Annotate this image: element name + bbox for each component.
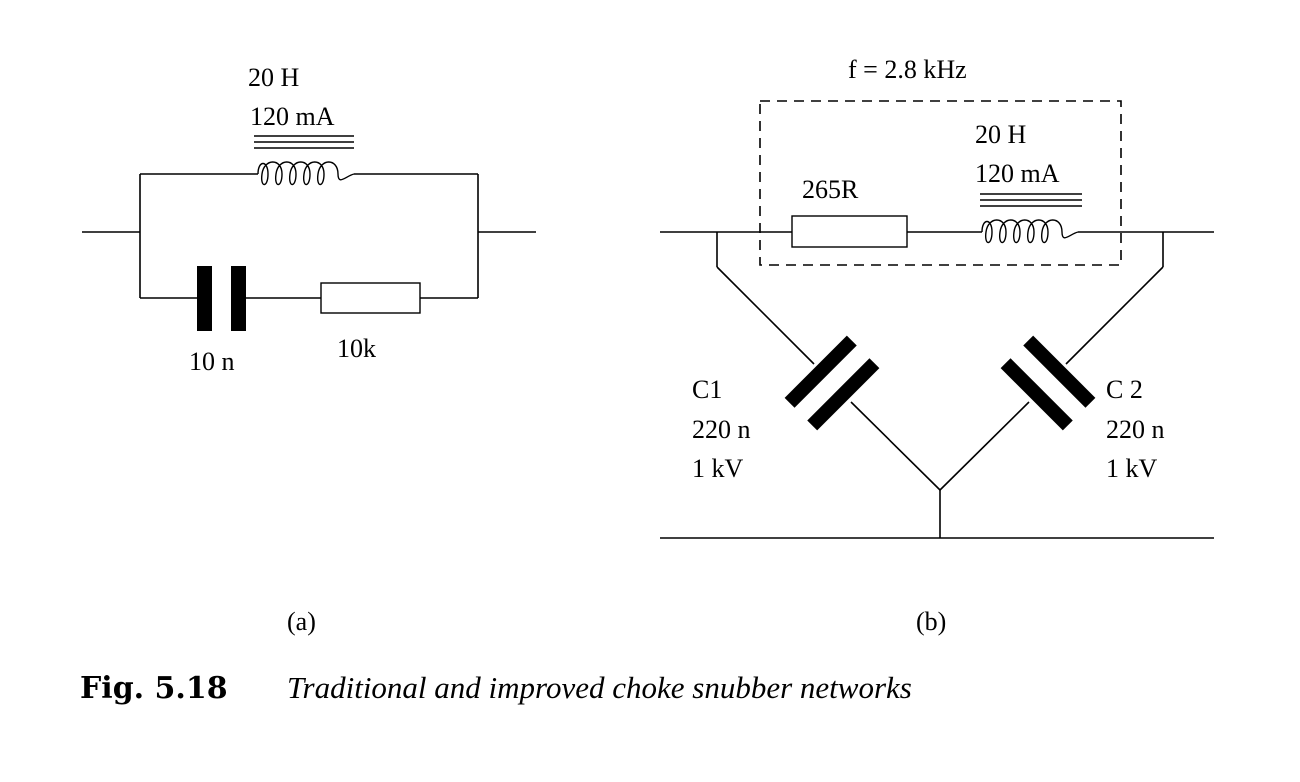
circuit-a: 20 H 120 mA 10 n 10k (a): [82, 63, 536, 636]
circuit-b: f = 2.8 kHz 265R 20 H 120 mA C1 220 n 1 …: [660, 55, 1214, 636]
capacitor-a-value: 10 n: [189, 347, 235, 376]
capacitor-c2: [1000, 335, 1096, 431]
figure-caption: Fig. 5.18 Traditional and improved choke…: [80, 670, 912, 706]
sub-label-b: (b): [916, 607, 946, 636]
figure-title: Traditional and improved choke snubber n…: [287, 670, 912, 705]
c1-voltage: 1 kV: [692, 454, 744, 483]
c2-voltage: 1 kV: [1106, 454, 1158, 483]
sub-label-a: (a): [287, 607, 316, 636]
rl-enclosure-b: [759, 100, 1122, 266]
inductor-a-value: 20 H: [248, 63, 300, 92]
resistor-a: [320, 282, 421, 314]
inductor-b-current: 120 mA: [975, 159, 1060, 188]
left-diag-top-b: [716, 266, 815, 365]
c1-value: 220 n: [692, 415, 751, 444]
right-diag-top-b: [1065, 266, 1164, 365]
right-diag-bottom-b: [939, 401, 1030, 491]
c1-name: C1: [692, 375, 722, 404]
c2-value: 220 n: [1106, 415, 1165, 444]
capacitor-c1: [784, 335, 880, 431]
left-diag-bottom-b: [850, 401, 941, 491]
figure-number: Fig. 5.18: [80, 671, 228, 706]
resistor-b-value: 265R: [802, 175, 859, 204]
inductor-b: [980, 193, 1082, 244]
inductor-a-current: 120 mA: [250, 102, 335, 131]
resistor-b: [791, 215, 908, 248]
inductor-b-value: 20 H: [975, 120, 1027, 149]
capacitor-a: [197, 266, 246, 331]
frequency-label: f = 2.8 kHz: [848, 55, 967, 84]
resistor-a-value: 10k: [337, 334, 376, 363]
inductor-a: [254, 135, 355, 186]
c2-name: C 2: [1106, 375, 1143, 404]
